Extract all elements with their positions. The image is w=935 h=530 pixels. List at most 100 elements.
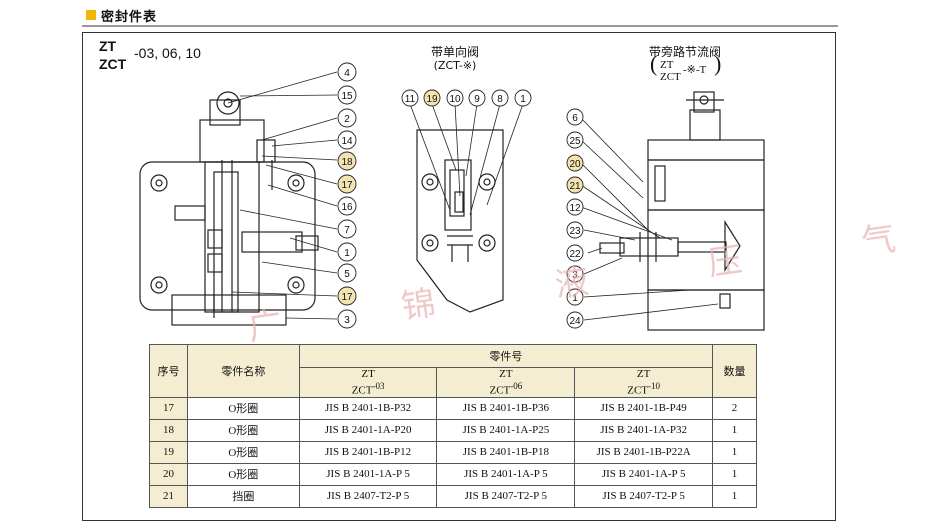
callout-right-21: 21 [566,176,584,194]
throttle-view-caption: 带旁路节流阀 [648,45,721,59]
svg-text:17: 17 [341,292,353,303]
cell-name: O形圈 [186,440,300,464]
header-qty: 数量 [712,344,757,398]
drawing-frame [82,32,836,521]
cell-part-06: JIS B 2401-1B-P18 [436,440,576,464]
callout-left-5: 5 [337,263,357,283]
callout-markers: 4 15 2 14 18 17 16 7 1 5 17 3 11 19 10 9… [337,62,584,329]
cell-part-03: JIS B 2401-1B-P12 [298,440,438,464]
table-row: 18 O形圈 JIS B 2401-1A-P20 JIS B 2401-1A-P… [149,418,757,442]
cell-part-06: JIS B 2401-1A-P25 [436,418,576,442]
check-view-caption: 带单向阀 [430,45,479,59]
cell-qty: 1 [712,462,757,486]
svg-text:1: 1 [520,94,526,105]
svg-text:9: 9 [474,94,480,105]
cell-no: 19 [149,440,188,464]
cell-part-06: JIS B 2407-T2-P 5 [436,484,576,508]
model-zct: ZCT [99,56,127,72]
svg-text:18: 18 [341,157,353,168]
callout-mid-9: 9 [468,89,486,107]
callout-left-18: 18 [337,151,357,171]
cell-part-10: JIS B 2401-1A-P 5 [574,462,714,486]
svg-text:24: 24 [569,316,581,327]
svg-text:11: 11 [405,94,416,105]
svg-text:8: 8 [497,94,503,105]
callout-right-12: 12 [566,198,584,216]
right-section-view [599,91,765,331]
cell-part-03: JIS B 2401-1A-P20 [298,418,438,442]
cell-no: 18 [149,418,188,442]
cell-part-06: JIS B 2401-1A-P 5 [436,462,576,486]
cell-name: O形圈 [186,462,300,486]
cell-no: 21 [149,484,188,508]
left-section-view [139,91,319,326]
svg-text:1: 1 [344,248,350,259]
callout-left-16: 16 [337,196,357,216]
cell-part-03: JIS B 2407-T2-P 5 [298,484,438,508]
svg-text:23: 23 [569,226,581,237]
svg-text:3: 3 [572,270,578,281]
svg-text:3: 3 [344,315,350,326]
table-row: 17 O形圈 JIS B 2401-1B-P32 JIS B 2401-1B-P… [149,396,757,420]
callout-mid-8: 8 [491,89,509,107]
callout-right-23: 23 [566,221,584,239]
section-marker-icon [86,10,96,20]
section-title: 密封件表 [101,9,158,25]
svg-text:15: 15 [341,91,353,102]
cell-part-03: JIS B 2401-1B-P32 [298,396,438,420]
cell-name: O形圈 [186,396,300,420]
svg-text:7: 7 [344,225,350,236]
callout-right-3: 3 [566,265,584,283]
cell-part-06: JIS B 2401-1B-P36 [436,396,576,420]
svg-text:22: 22 [569,249,581,260]
cell-qty: 1 [712,484,757,508]
header-no: 序号 [149,344,188,398]
left-leader-lines [227,71,338,320]
cell-part-10: JIS B 2401-1B-P22A [574,440,714,464]
callout-right-1: 1 [566,288,584,306]
callout-right-25: 25 [566,131,584,149]
header-name: 零件名称 [186,344,300,398]
svg-text:19: 19 [426,94,438,105]
svg-text:6: 6 [572,113,578,124]
svg-text:1: 1 [572,293,578,304]
callout-left-4: 4 [337,62,357,82]
cell-no: 17 [149,396,188,420]
callout-mid-10: 10 [446,89,464,107]
model-zt: ZT [99,38,117,54]
svg-text:16: 16 [341,202,353,213]
middle-leader-lines [409,103,524,216]
callout-right-20: 20 [566,154,584,172]
callout-left-1: 1 [337,242,357,262]
svg-text:17: 17 [341,180,353,191]
callout-left-15: 15 [337,85,357,105]
header-rule [82,25,838,27]
cell-qty: 1 [712,418,757,442]
callout-left-14: 14 [337,130,357,150]
table-row: 20 O形圈 JIS B 2401-1A-P 5 JIS B 2401-1A-P… [149,462,757,486]
callout-right-22: 22 [566,244,584,262]
throttle-code-suffix: -※-T [683,64,707,76]
table-row: 19 O形圈 JIS B 2401-1B-P12 JIS B 2401-1B-P… [149,440,757,464]
svg-text:12: 12 [569,203,581,214]
callout-left-17a: 17 [337,174,357,194]
section-header: 密封件表 [86,6,158,25]
cell-no: 20 [149,462,188,486]
svg-text:2: 2 [344,114,350,125]
callout-left-7: 7 [337,219,357,239]
cell-name: 挡圈 [186,484,300,508]
svg-text:14: 14 [341,136,353,147]
model-sizes: -03, 06, 10 [134,45,201,61]
cell-part-10: JIS B 2401-1B-P49 [574,396,714,420]
callout-left-17b: 17 [337,286,357,306]
cell-part-03: JIS B 2401-1A-P 5 [298,462,438,486]
svg-text:25: 25 [569,136,581,147]
throttle-code-top: ZT [660,59,674,71]
right-leader-lines [579,116,719,321]
callout-mid-1: 1 [514,89,532,107]
callout-left-2: 2 [337,108,357,128]
